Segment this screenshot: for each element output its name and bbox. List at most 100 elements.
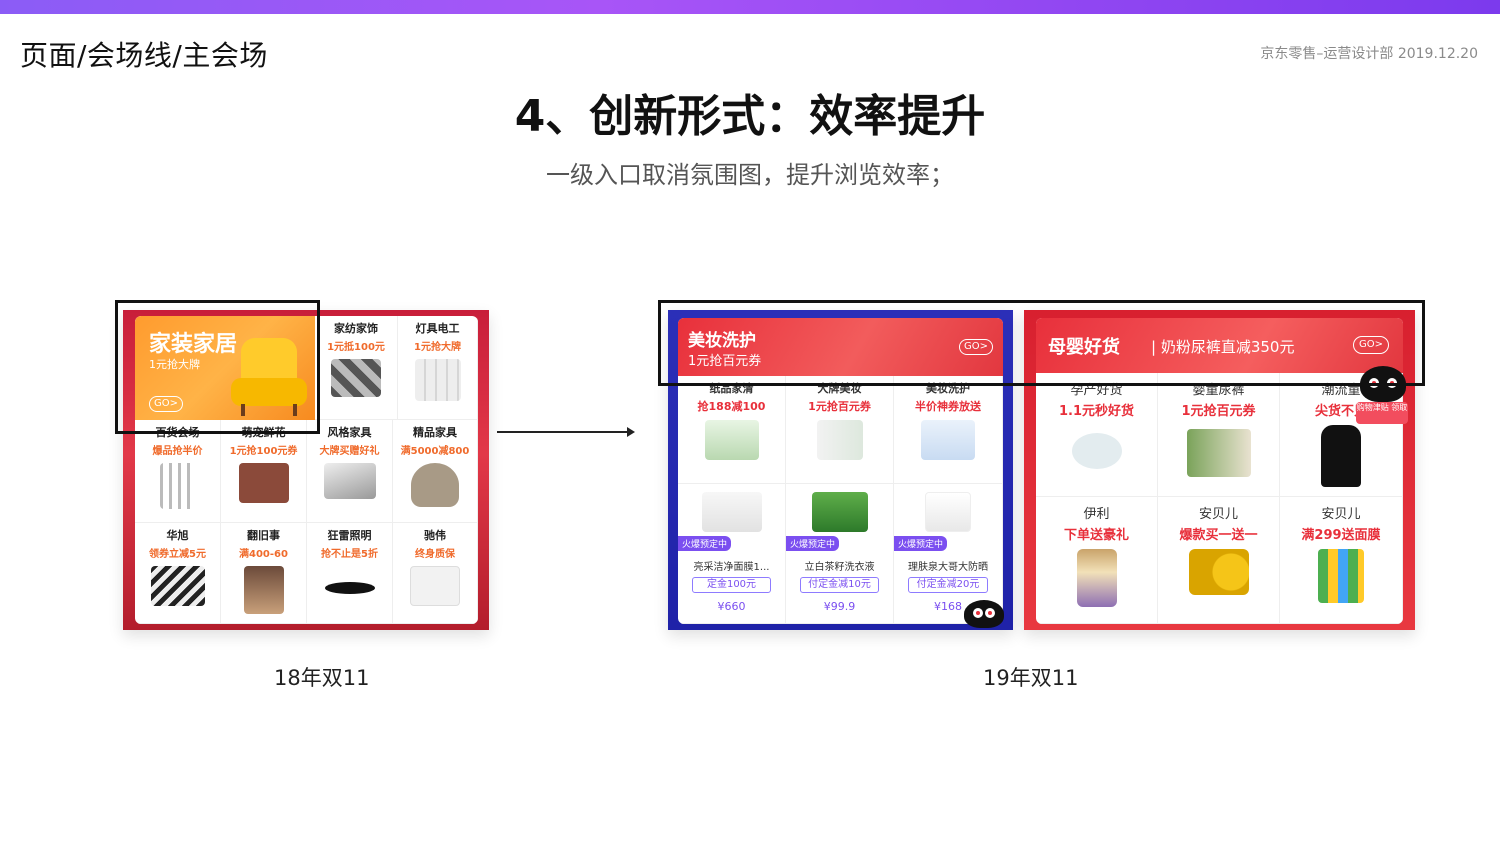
item-name: 家纺家饰 [334,322,378,335]
product-image [324,582,375,594]
item-promo: 抢不止是5折 [321,549,378,560]
deposit-tag: 付定金减10元 [800,577,879,593]
product-image [1076,549,1117,607]
item-promo: 满5000减800 [400,446,470,457]
grid-item[interactable]: 翻旧事 满400-60 [221,523,307,624]
grid-item[interactable]: 安贝儿 满299送面膜 [1280,497,1403,624]
meta-info: 京东零售–运营设计部 2019.12.20 [1260,46,1478,62]
item-promo: 爆款买一送一 [1179,528,1258,543]
item-promo: 1元抢大牌 [414,342,461,353]
item-promo: 终身质保 [415,549,455,560]
grid-item[interactable]: 安贝儿 爆款买一送一 [1158,497,1280,624]
item-name: 潮流童 [1321,383,1361,398]
grid-item[interactable]: 百货会场 爆品抢半价 [135,420,221,523]
deposit-tag: 定金100元 [692,577,771,593]
tmall-cat-icon [964,600,1004,628]
page-subtitle: 一级入口取消氛围图，提升浏览效率； [546,161,954,189]
product-image [410,566,460,606]
grid-item[interactable]: 华旭 领券立减5元 [135,523,221,624]
feature-subtitle: 1元抢大牌 [149,358,200,371]
grid-item[interactable]: 萌宠鲜花 1元抢100元券 [221,420,307,523]
grid-item[interactable]: 精品家具 满5000减800 [393,420,478,523]
panel-2018: 家装家居 1元抢大牌 GO> 家纺家饰 1元抵100元 灯具电工 1元抢大牌 百… [123,310,489,630]
item-name: 伊利 [1083,507,1110,522]
item-promo: 爆品抢半价 [152,446,203,457]
panel-2018-card: 家装家居 1元抢大牌 GO> 家纺家饰 1元抵100元 灯具电工 1元抢大牌 百… [135,316,478,624]
item-promo: 1元抢百元券 [1181,404,1256,419]
caption-2018: 18年双11 [274,666,370,690]
item-promo: 满400-60 [239,549,288,560]
product-image [150,566,205,606]
highlight-box-2019 [658,300,1425,386]
item-promo: 1元抢百元券 [808,400,871,413]
grid-item[interactable]: 婴童尿裤 1元抢百元券 [1158,373,1280,497]
product-image [1188,549,1249,595]
right-arrow-icon [497,427,635,437]
product-image [1321,425,1361,487]
product-image [159,463,196,509]
go-button[interactable]: GO> [1353,336,1389,354]
hot-presale-badge: 火爆预定中 [786,536,840,551]
item-promo: 抢188减100 [697,400,766,413]
product-image [243,566,284,614]
grid-item[interactable]: 灯具电工 1元抢大牌 [398,316,478,420]
product-card[interactable]: 火爆预定中 亮采洁净面膜1... 定金100元 ¥660 [678,484,786,624]
product-image [704,420,759,460]
product-card[interactable]: 火爆预定中 理肤泉大哥大防晒 付定金减20元 ¥168 [894,484,1003,624]
header-title: 美妆洗护 [688,331,756,351]
item-name: 狂雷照明 [327,529,372,542]
grid-item[interactable]: 风格家具 大牌买赠好礼 [307,420,393,523]
panel-2019-baby-card: 母婴好货 | 奶粉尿裤直减350元 GO> 孕产好货 1.1元秒好货 婴童尿裤 … [1036,318,1403,624]
item-name: 安贝儿 [1321,507,1361,522]
item-name: 精品家具 [413,426,457,439]
product-image [238,463,289,503]
go-button[interactable]: GO> [149,396,183,412]
grid-item[interactable]: 家纺家饰 1元抵100元 [315,316,398,420]
shopping-allowance-sticker[interactable]: 购物津贴 领取 [1356,402,1408,424]
product-image [816,420,863,460]
item-name: 灯具电工 [415,322,460,335]
product-image [701,492,762,532]
highlight-box-2018 [115,300,320,434]
item-name: 婴童尿裤 [1192,383,1245,398]
hot-presale-badge: 火爆预定中 [894,536,948,551]
grid-item[interactable]: 潮流童 尖货不只 [1280,373,1403,497]
grid-item[interactable]: 孕产好货 1.1元秒好货 [1036,373,1158,497]
item-promo: 尖货不只 [1314,404,1367,419]
product-card[interactable]: 火爆预定中 立白茶籽洗衣液 付定金减10元 ¥99.9 [786,484,894,624]
product-image [1318,549,1364,603]
grid-item[interactable]: 狂雷照明 抢不止是5折 [307,523,393,624]
product-name: 亮采洁净面膜1... [693,562,770,573]
product-image [925,492,971,532]
breadcrumb: 页面/会场线/主会场 [20,39,268,72]
item-name: 驰伟 [424,529,446,542]
grid-item[interactable]: 驰伟 终身质保 [393,523,478,624]
go-button[interactable]: GO> [959,339,993,355]
panel-2019-baby: 母婴好货 | 奶粉尿裤直减350元 GO> 孕产好货 1.1元秒好货 婴童尿裤 … [1024,310,1415,630]
baby-header[interactable]: 母婴好货 | 奶粉尿裤直减350元 GO> [1036,318,1403,373]
product-image [323,463,376,499]
feature-title: 家装家居 [149,332,238,357]
product-image [414,359,461,401]
feature-home-furnishing[interactable]: 家装家居 1元抢大牌 GO> [135,316,315,420]
item-promo: 满299送面膜 [1301,528,1381,543]
product-image [411,463,459,507]
product-image [1186,429,1251,477]
product-image [811,492,868,532]
item-promo: 1元抵100元 [327,342,385,353]
product-image [1071,433,1122,469]
item-promo: 下单送豪礼 [1063,528,1129,543]
item-name: 翻旧事 [247,529,280,542]
panel-2019-beauty: 美妆洗护 1元抢百元券 GO> 纸品家清 抢188减100 大牌美妆 1元抢百元… [668,310,1013,630]
deposit-tag: 付定金减20元 [908,577,988,593]
grid-item[interactable]: 美妆洗护 半价神券放送 [894,376,1003,484]
product-price: ¥660 [717,600,746,613]
beauty-header[interactable]: 美妆洗护 1元抢百元券 GO> [678,318,1003,376]
header-subtitle: | 奶粉尿裤直减350元 [1151,338,1295,356]
page-title: 4、创新形式：效率提升 [514,91,986,142]
grid-item[interactable]: 大牌美妆 1元抢百元券 [786,376,894,484]
product-name: 理肤泉大哥大防晒 [908,562,988,573]
product-image [331,359,381,397]
grid-item[interactable]: 伊利 下单送豪礼 [1036,497,1158,624]
grid-item[interactable]: 纸品家清 抢188减100 [678,376,786,484]
